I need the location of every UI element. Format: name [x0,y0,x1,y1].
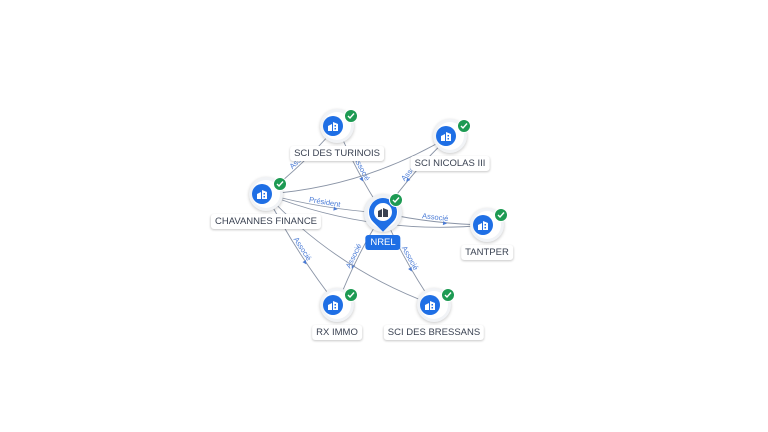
building-icon [252,184,272,204]
building-icon [436,126,456,146]
edge-line [265,193,435,306]
company-node-label: TANTPER [461,245,513,260]
company-node-label: SCI NICOLAS III [410,156,490,171]
verified-check-icon [457,119,471,133]
edge-arrow-icon [442,221,448,226]
building-icon [420,295,440,315]
verified-check-icon [344,288,358,302]
company-node-label: RX IMMO [312,325,362,340]
company-node-label: SCI DES BRESSANS [383,325,485,340]
edge-arrow-icon [302,259,307,265]
building-icon [473,215,493,235]
edge-label: Associé [292,235,314,262]
center-node-label: NREL [365,235,401,250]
verified-check-icon [389,193,403,207]
edge-arrow-icon [406,177,411,182]
company-node-label: SCI DES TURINOIS [290,146,384,161]
verified-check-icon [441,288,455,302]
edge-arrow-icon [408,267,412,272]
building-icon [323,116,343,136]
verified-check-icon [344,109,358,123]
edge-arrow-icon [333,206,338,211]
verified-check-icon [273,177,287,191]
company-node-label: CHAVANNES FINANCE [210,214,322,229]
building-pin-icon [374,203,392,221]
edge-arrow-icon [359,176,363,182]
edge-label: Associé [422,211,449,223]
edge-line [265,135,451,195]
verified-check-icon [494,208,508,222]
building-icon [323,295,343,315]
